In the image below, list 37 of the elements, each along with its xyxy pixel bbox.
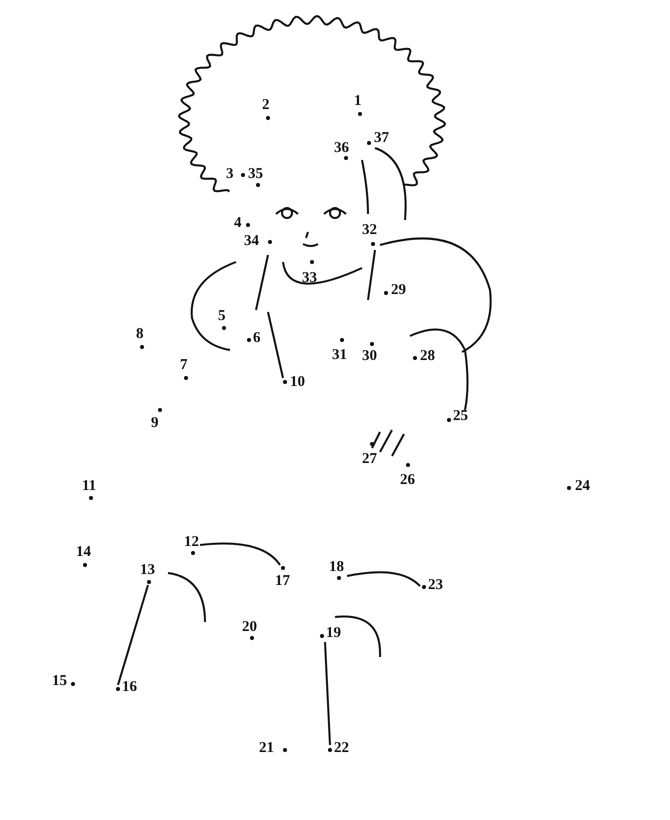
dot-number: 10 bbox=[290, 374, 305, 390]
dot-number: 26 bbox=[400, 472, 415, 488]
dot-number: 17 bbox=[275, 573, 290, 589]
dot-number: 35 bbox=[248, 166, 263, 182]
dot-number: 2 bbox=[262, 97, 270, 113]
dot-number: 34 bbox=[244, 233, 259, 249]
dot-number: 8 bbox=[136, 326, 144, 342]
dot-number: 27 bbox=[362, 451, 377, 467]
dot-number: 15 bbox=[52, 673, 67, 689]
dot-number: 6 bbox=[253, 330, 260, 346]
dot-number: 36 bbox=[334, 140, 349, 156]
dot-number: 30 bbox=[362, 348, 377, 364]
dot-number: 22 bbox=[334, 740, 349, 756]
dot-number: 28 bbox=[420, 348, 435, 364]
dot-number: 20 bbox=[242, 619, 257, 635]
dot-number: 13 bbox=[140, 562, 155, 578]
dot-number: 7 bbox=[180, 357, 188, 373]
dot-number: 32 bbox=[362, 222, 377, 238]
dot-number: 18 bbox=[329, 559, 344, 575]
dot-number: 4 bbox=[234, 215, 242, 231]
dot-number: 19 bbox=[326, 625, 341, 641]
dot-number: 21 bbox=[259, 740, 274, 756]
dot-number: 33 bbox=[302, 270, 317, 286]
dot-number: 23 bbox=[428, 577, 443, 593]
dot-number: 24 bbox=[575, 478, 590, 494]
dot-number: 3 bbox=[226, 166, 234, 182]
dot-number: 5 bbox=[218, 308, 226, 324]
dot-number: 31 bbox=[332, 347, 347, 363]
dot-number: 1 bbox=[354, 93, 362, 109]
dot-number: 29 bbox=[391, 282, 406, 298]
dot-number: 9 bbox=[151, 415, 158, 431]
dot-number: 14 bbox=[76, 544, 91, 560]
dot-number: 37 bbox=[374, 130, 389, 146]
dot-number: 25 bbox=[453, 408, 468, 424]
dot-number: 12 bbox=[184, 534, 199, 550]
dot-number: 16 bbox=[122, 679, 137, 695]
dot-number: 11 bbox=[82, 478, 96, 494]
